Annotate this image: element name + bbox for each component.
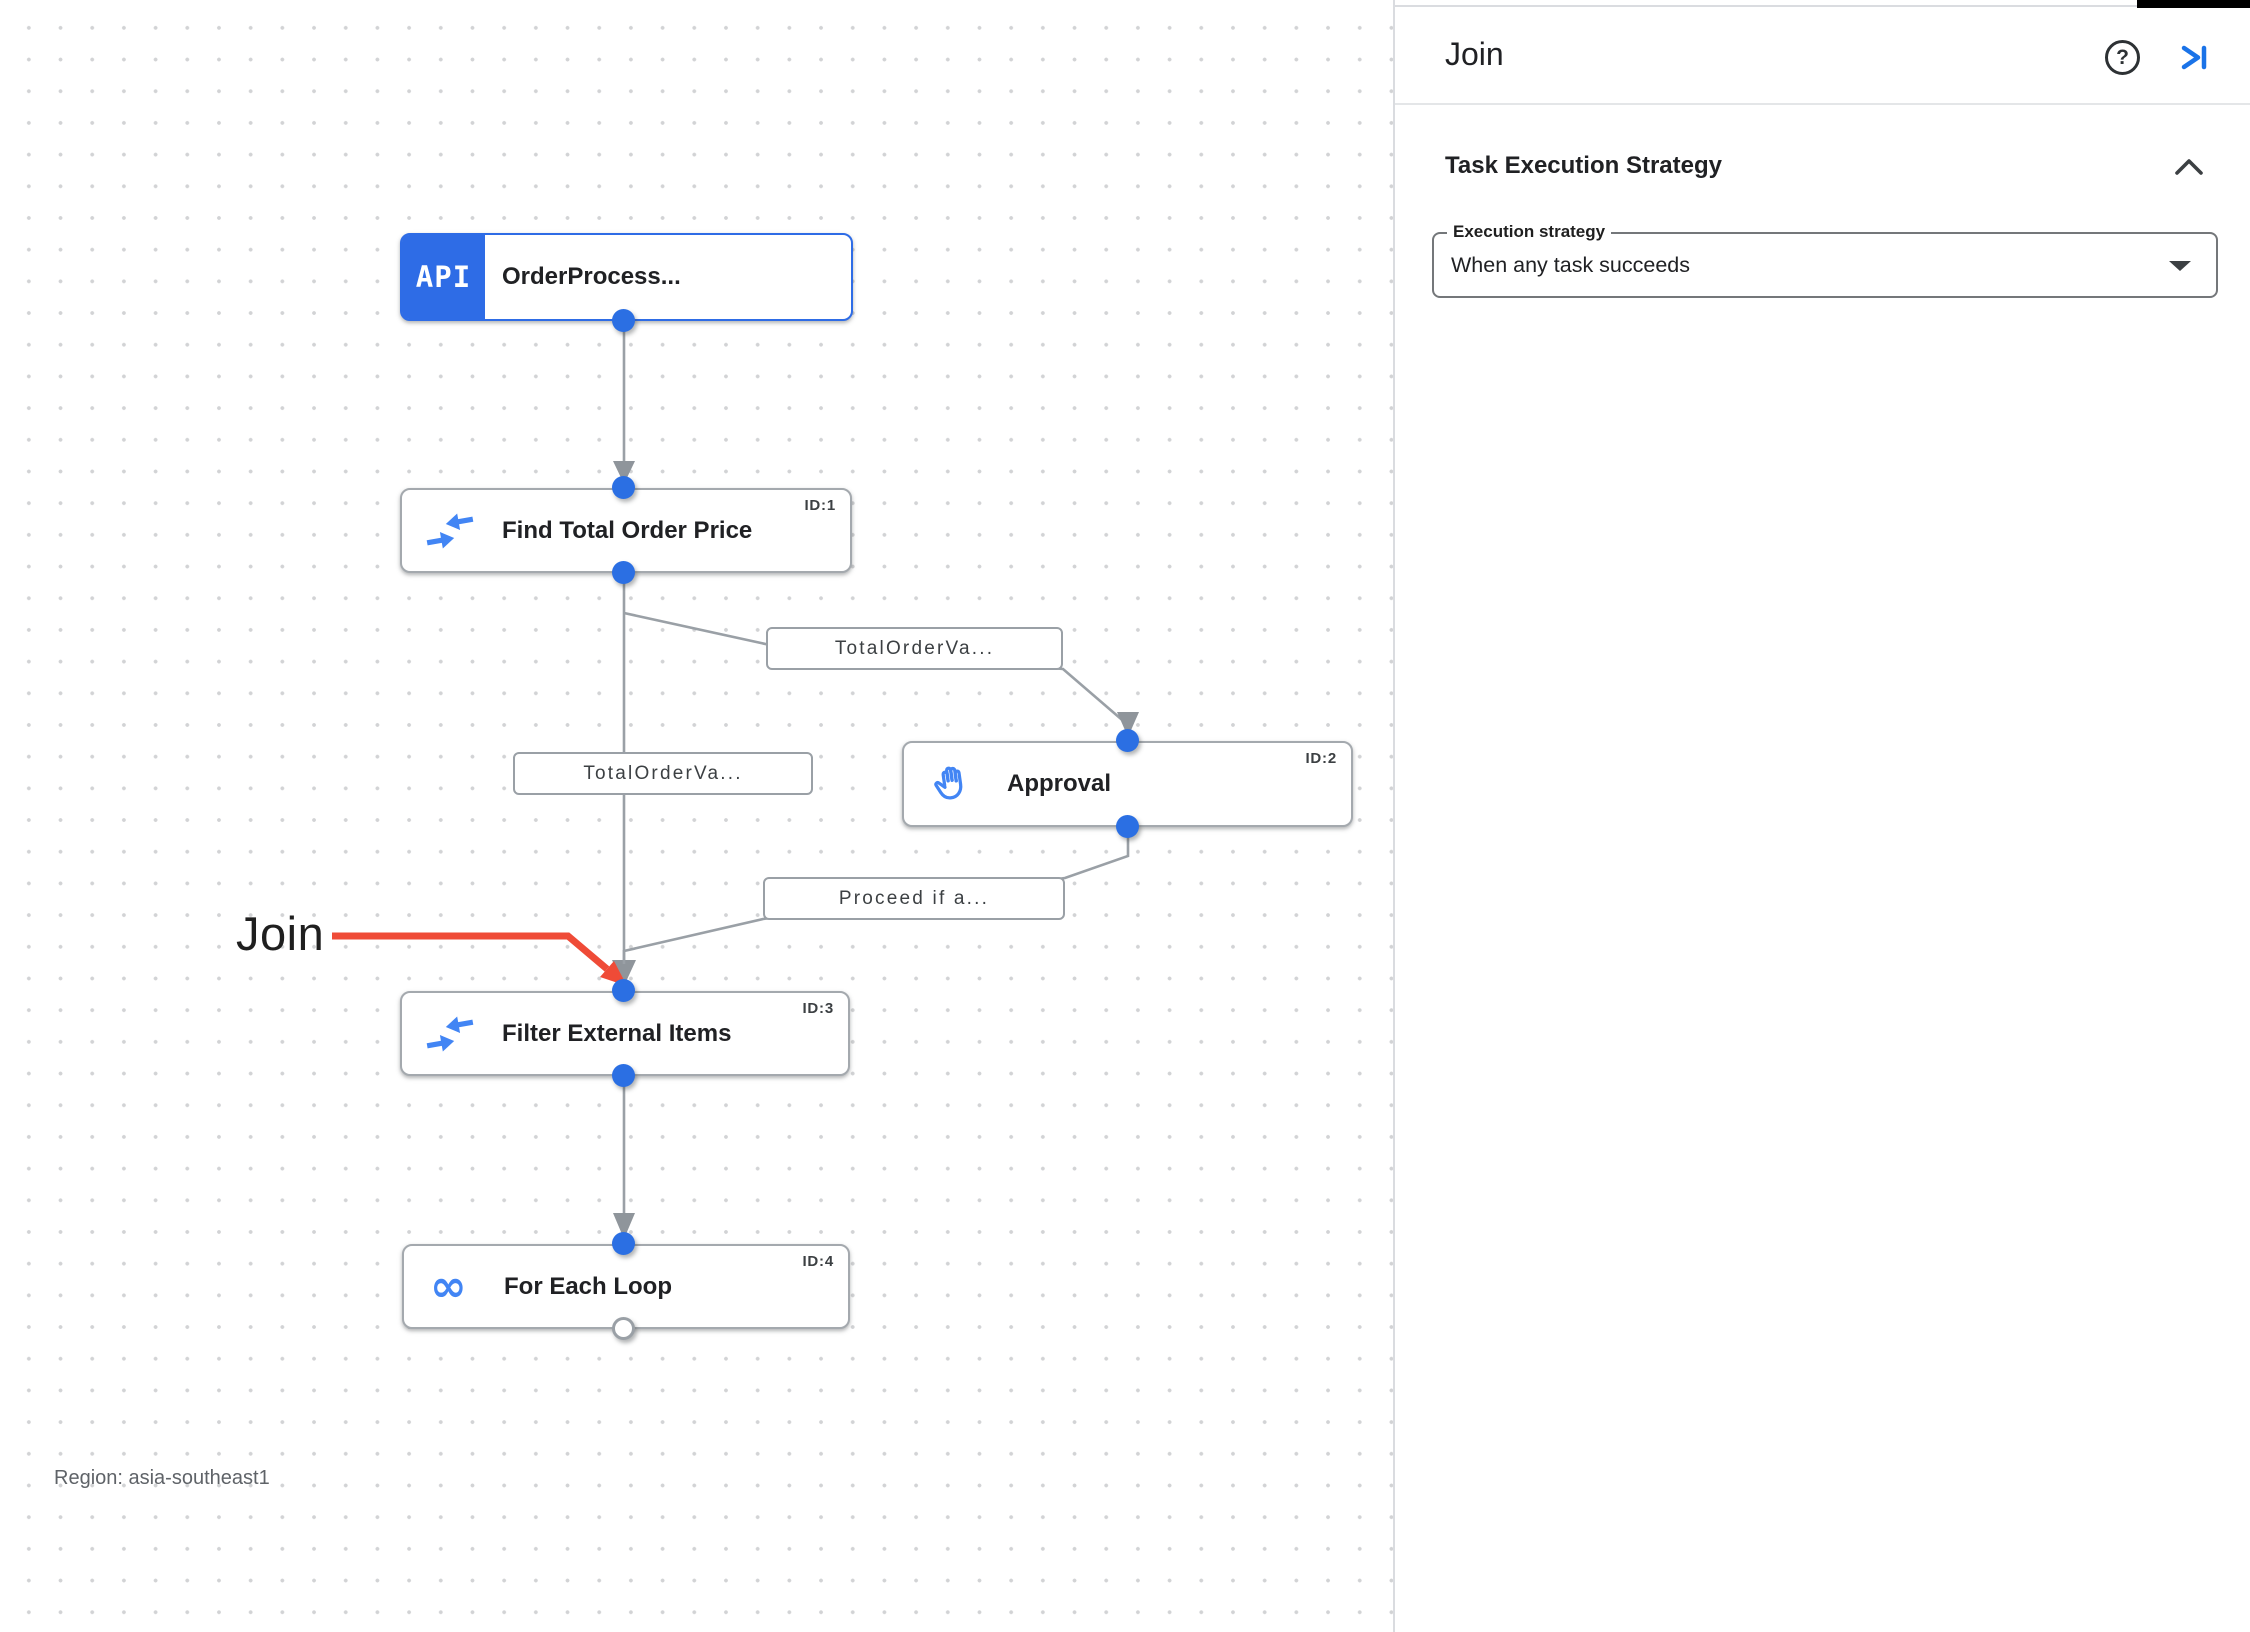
section-title-task-execution-strategy: Task Execution Strategy bbox=[1445, 152, 1722, 179]
panel-top-border bbox=[1395, 5, 2250, 7]
execution-strategy-value: When any task succeeds bbox=[1451, 253, 1691, 277]
config-panel: Join ? Task Execution Strategy Execution… bbox=[1393, 0, 2250, 1632]
edge-label-total-order-value-1[interactable]: TotalOrderVa... bbox=[766, 627, 1063, 670]
node-title: OrderProcess... bbox=[502, 263, 681, 290]
execution-strategy-label: Execution strategy bbox=[1447, 222, 1612, 242]
connector-dot-task3-in[interactable] bbox=[612, 979, 635, 1002]
data-mapping-icon bbox=[424, 511, 476, 551]
node-filter-external-items[interactable]: Filter External Items ID:3 bbox=[400, 991, 850, 1076]
workflow-canvas[interactable]: TotalOrderVa... TotalOrderVa... Proceed … bbox=[0, 0, 1393, 1632]
api-trigger-icon: API bbox=[402, 235, 485, 319]
connector-dot-task3-out[interactable] bbox=[612, 1064, 635, 1087]
help-icon[interactable]: ? bbox=[2105, 40, 2140, 75]
arrowhead-icon bbox=[613, 461, 635, 484]
connector-dot-task2-out[interactable] bbox=[1116, 815, 1139, 838]
panel-divider bbox=[1395, 103, 2250, 105]
connector-dot-trigger-out[interactable] bbox=[612, 309, 635, 332]
node-title: Approval bbox=[1007, 770, 1112, 797]
node-order-process-trigger[interactable]: API OrderProcess... bbox=[400, 233, 853, 321]
region-label: Region: asia-southeast1 bbox=[54, 1467, 270, 1489]
connector-dot-task1-out[interactable] bbox=[612, 561, 635, 584]
dropdown-arrow-icon bbox=[2169, 261, 2191, 271]
arrowhead-icon bbox=[613, 1213, 635, 1239]
node-title: Filter External Items bbox=[502, 1019, 732, 1047]
chevron-up-icon[interactable] bbox=[2174, 158, 2204, 176]
edge-label-total-order-value-2[interactable]: TotalOrderVa... bbox=[513, 752, 813, 795]
execution-strategy-select[interactable]: Execution strategy When any task succeed… bbox=[1432, 222, 2218, 298]
top-right-black-bar bbox=[2137, 0, 2250, 8]
node-id-badge: ID:2 bbox=[1305, 750, 1337, 767]
arrowhead-icon bbox=[1117, 712, 1139, 737]
join-annotation-label: Join bbox=[236, 907, 325, 960]
connector-dot-task2-in[interactable] bbox=[1116, 729, 1139, 752]
connector-dot-task4-in[interactable] bbox=[612, 1232, 635, 1255]
for-each-loop-icon: ∞ bbox=[430, 1260, 467, 1312]
approval-hand-icon bbox=[930, 761, 976, 807]
node-id-badge: ID:3 bbox=[802, 1000, 834, 1017]
connector-dot-task1-in[interactable] bbox=[612, 476, 635, 499]
panel-title: Join bbox=[1445, 36, 1504, 72]
node-id-badge: ID:1 bbox=[804, 497, 836, 514]
node-title: For Each Loop bbox=[504, 1272, 672, 1300]
node-for-each-loop[interactable]: ∞ For Each Loop ID:4 bbox=[402, 1244, 850, 1329]
connector-dot-task4-out-open[interactable] bbox=[612, 1317, 635, 1340]
node-title: Find Total Order Price bbox=[502, 516, 753, 544]
annotation-arrow-line bbox=[332, 932, 610, 972]
collapse-panel-icon[interactable] bbox=[2177, 40, 2212, 75]
node-id-badge: ID:4 bbox=[802, 1253, 834, 1270]
arrowhead-icon bbox=[612, 960, 636, 986]
node-find-total-order-price[interactable]: Find Total Order Price ID:1 bbox=[400, 488, 852, 573]
data-mapping-icon bbox=[424, 1014, 476, 1054]
edge-label-proceed-if[interactable]: Proceed if a... bbox=[763, 877, 1065, 920]
